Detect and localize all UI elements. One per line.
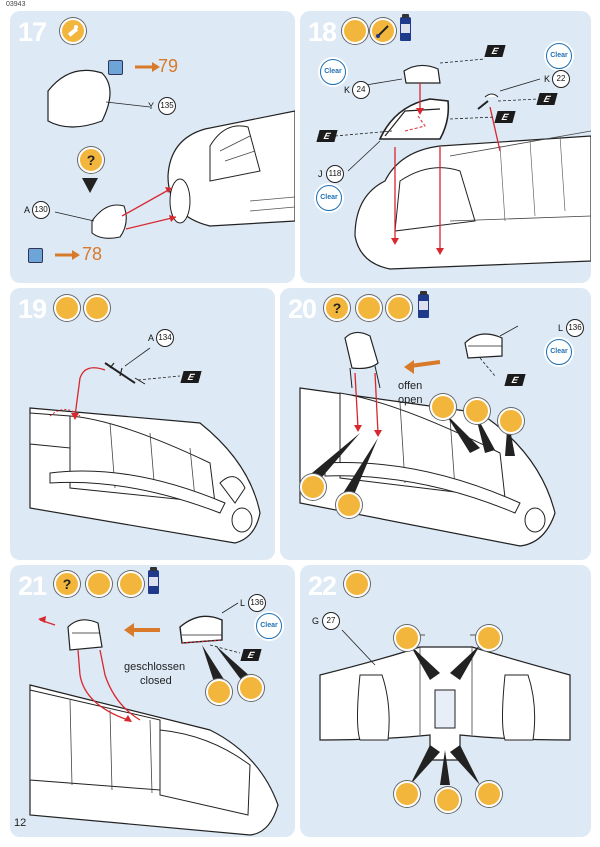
decal-sheet-flag: E [536,93,558,105]
step-21-drawing [29,602,279,836]
question-icon: ? [54,571,80,597]
svg-text:?: ? [63,576,72,592]
glue-tube-icon [54,295,80,321]
glue-dot-icon [336,492,362,518]
canopy-note-de: offen [398,380,423,392]
reference-cube-icon [108,60,123,75]
step-18-drawing [334,58,591,270]
part-number: 24 [352,81,370,99]
brush-icon [370,18,396,44]
decal-sheet-flag: E [316,130,338,142]
glue-dot-icon [430,394,456,420]
glue-dot-icon [300,474,326,500]
part-letter: K [344,85,351,95]
svg-text:?: ? [87,152,96,168]
question-icon: ? [78,147,104,173]
step-22-panel: 22 G 27 [300,565,591,837]
glue-dot-icon [394,781,420,807]
step-number: 19 [18,294,47,324]
canopy-note-en: closed [140,675,172,687]
step-number: 18 [308,17,337,47]
step-number: 20 [288,294,317,324]
glue-dot-icon [394,625,420,651]
part-number: 136 [248,594,266,612]
decal-sheet-flag: E [180,371,202,383]
glue-dot-icon [498,408,524,434]
step-22-drawing [319,629,571,785]
glue-dot-icon [238,675,264,701]
brush-icon [386,295,412,321]
part-letter: L [240,598,246,608]
glue-dot-icon [344,571,370,597]
canopy-note-en: open [398,394,423,406]
step-number: 22 [308,571,337,601]
part-number: 118 [326,165,344,183]
canopy-note-de: geschlossen [124,661,186,673]
step-19-drawing [29,347,261,544]
part-letter: A [148,333,155,343]
glue-tube-icon [60,18,86,44]
part-letter: J [318,169,323,179]
step-17-drawing [47,62,295,260]
clear-badge: Clear [256,613,282,639]
paint-pot-icon [148,567,159,594]
step-number: 21 [18,571,47,601]
step-20-panel: 20 ? L 136 Clear E offen open [280,288,591,560]
paint-pot-icon [400,14,411,41]
clear-badge: Clear [320,59,346,85]
question-icon: ? [324,295,350,321]
glue-dot-icon [464,398,490,424]
step-18-panel: 18 Clear Clear Clear E E E E K 24 K 22 J… [300,11,591,283]
reference-cube-icon [28,248,43,263]
step-19-panel: 19 A 134 E [10,288,275,560]
part-number: 136 [566,319,584,337]
clear-badge: Clear [316,185,342,211]
part-letter: Y [148,101,155,111]
glue-dot-icon [206,679,232,705]
paint-pot-icon [418,291,429,318]
step-21-panel: 21 ? L 136 Clear E geschlossen closed [10,565,295,837]
svg-text:?: ? [333,300,342,316]
step-number: 17 [18,17,47,47]
part-letter: A [24,205,31,215]
reference-step: 78 [82,244,103,264]
brush-icon [118,571,144,597]
part-number: 135 [158,97,176,115]
page-number: 12 [14,817,27,829]
part-letter: G [312,616,320,626]
decal-sheet-flag: E [240,649,262,661]
glue-tube-icon [356,295,382,321]
glue-dot-icon [476,781,502,807]
decal-sheet-flag: E [494,111,516,123]
part-number: 22 [552,70,570,88]
brush-icon [84,295,110,321]
decal-sheet-flag: E [484,45,506,57]
part-number: 27 [322,612,340,630]
decal-sheet-flag: E [504,374,526,386]
clear-badge: Clear [546,339,572,365]
part-number: 134 [156,329,174,347]
glue-dot-icon [476,625,502,651]
step-20-drawing [299,325,556,547]
part-letter: L [558,323,564,333]
glue-tube-icon [86,571,112,597]
glue-tube-icon [342,18,368,44]
glue-dot-icon [435,787,461,813]
reference-step: 79 [158,56,179,76]
part-letter: K [544,74,551,84]
document-code: 03943 [6,1,26,8]
part-number: 130 [32,201,50,219]
step-17-panel: 17 ? 79 78 Y 135 A 130 [10,11,295,283]
clear-badge: Clear [546,43,572,69]
